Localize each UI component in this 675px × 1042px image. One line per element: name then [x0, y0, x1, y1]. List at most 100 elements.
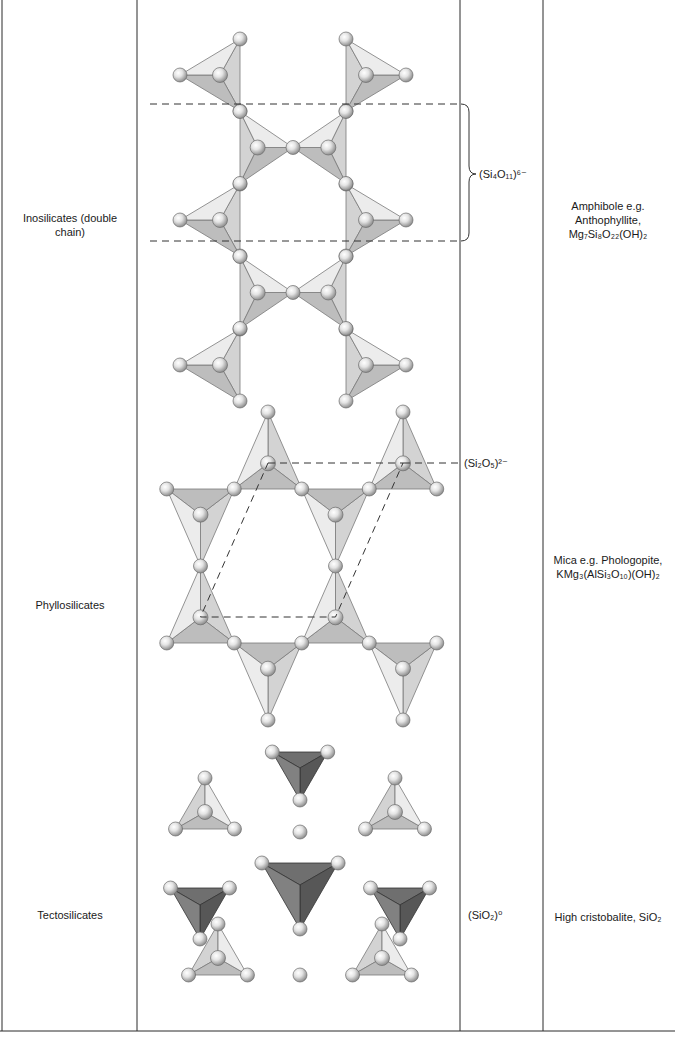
oxygen-atom [211, 917, 225, 931]
oxygen-atom [329, 559, 343, 573]
oxygen-atom [339, 104, 353, 118]
oxygen-atom [182, 968, 196, 982]
tetrahedron-face [218, 924, 247, 975]
oxygen-atom [233, 32, 247, 46]
repeat-line [150, 104, 459, 105]
oxygen-atom [233, 177, 247, 191]
oxygen-atom [359, 213, 374, 228]
oxygen-atom [339, 394, 353, 408]
mineral-label: High cristobalite, SiO₂ [546, 910, 670, 924]
tetrahedron-face [205, 778, 234, 829]
tetrahedron-face [180, 365, 240, 401]
table-cell: Tectosilicates [11, 908, 129, 922]
tetrahedron-face [171, 888, 200, 939]
tetrahedron-face [302, 566, 336, 643]
oxygen-atom [293, 793, 307, 807]
oxygen-atom [375, 917, 389, 931]
oxygen-atom [321, 745, 335, 759]
tetrahedron-face [346, 365, 406, 401]
table-rule [543, 0, 544, 1031]
oxygen-atom [213, 68, 228, 83]
repeat-line [150, 241, 459, 242]
oxygen-atom [233, 177, 247, 191]
unit-cell-marks [150, 104, 459, 617]
tetrahedron-face [300, 863, 338, 929]
tetrahedron-face [369, 643, 403, 720]
oxygen-atom [211, 951, 226, 966]
oxygen-atom [339, 322, 353, 336]
table-rule [137, 0, 138, 1031]
oxygen-atom [328, 507, 343, 522]
unit-cell [201, 463, 404, 617]
oxygen-atom [233, 322, 247, 336]
oxygen-atom [193, 932, 207, 946]
oxygen-atom [339, 177, 353, 191]
tetrahedron-layer [160, 405, 444, 727]
tetrahedron-face [300, 752, 328, 800]
oxygen-atom [331, 856, 345, 870]
table-rule [2, 0, 3, 1031]
tetrahedron-face [234, 412, 268, 489]
oxygen-atom [339, 322, 353, 336]
tetrahedron-layer [169, 771, 432, 982]
tetrahedra [160, 32, 444, 982]
oxygen-atom [393, 932, 407, 946]
oxygen-atom [359, 358, 374, 373]
oxygen-atom [321, 140, 336, 155]
oxygen-atom [375, 951, 390, 966]
oxygen-atom [346, 968, 360, 982]
table-cell: Amphibole e.g. Anthophyllite, Mg₇Si₈O₂₂(… [546, 199, 670, 242]
tetrahedron-face [167, 566, 201, 643]
table-rule [460, 0, 461, 1031]
oxygen-atom [173, 213, 187, 227]
oxygen-atom [396, 713, 410, 727]
oxygen-atom [399, 358, 413, 372]
oxygen-atom [295, 636, 309, 650]
oxygen-atom [261, 661, 276, 676]
oxygen-atom [430, 482, 444, 496]
class-name: Inosilicates (double chain) [11, 211, 129, 240]
oxygen-atom [240, 968, 254, 982]
tetrahedron-layer [173, 32, 413, 408]
oxygen-atom [422, 881, 436, 895]
tetrahedron-face [240, 257, 293, 293]
oxygen-atom [255, 856, 269, 870]
table-cell: (Si₄O₁₁)⁶⁻ [479, 167, 541, 181]
oxygen-atom [233, 250, 247, 264]
oxygen-atom [339, 177, 353, 191]
oxygen-atom [286, 141, 300, 155]
tetrahedron-face [240, 148, 293, 184]
oxygen-atom [198, 805, 213, 820]
oxygen-atom [359, 68, 374, 83]
tetrahedron-face [180, 39, 240, 75]
oxygen-atom [261, 713, 275, 727]
oxygen-atom [227, 482, 241, 496]
oxygen-atom [265, 745, 279, 759]
oxygen-atom [233, 394, 247, 408]
oxygen-atom [293, 825, 307, 839]
oxygen-atom [339, 249, 353, 263]
tetrahedron-face [395, 778, 424, 829]
oxygen-atom [193, 507, 208, 522]
oxygen-atom [213, 213, 228, 228]
oxygen-atom [233, 322, 247, 336]
table-cell: Phyllosilicates [11, 598, 129, 612]
oxygen-atom [399, 213, 413, 227]
tetrahedron-face [400, 888, 429, 939]
tetrahedron-face [382, 924, 411, 975]
tetrahedron-face [167, 489, 201, 566]
oxygen-atom [339, 105, 353, 119]
table-cell: Inosilicates (double chain) [11, 211, 129, 240]
tetrahedron-face [346, 184, 406, 220]
tetrahedron-face [293, 148, 346, 184]
tetrahedron-face [293, 257, 346, 293]
oxygen-atom [198, 771, 212, 785]
table-cell: (SiO₂)⁰ [468, 908, 540, 922]
class-name: Phyllosilicates [11, 598, 129, 612]
oxygen-atom [388, 805, 403, 820]
oxygen-atom [295, 482, 309, 496]
oxygen-atom [160, 482, 174, 496]
tetrahedron-face [346, 39, 406, 75]
oxygen-atom [404, 968, 418, 982]
